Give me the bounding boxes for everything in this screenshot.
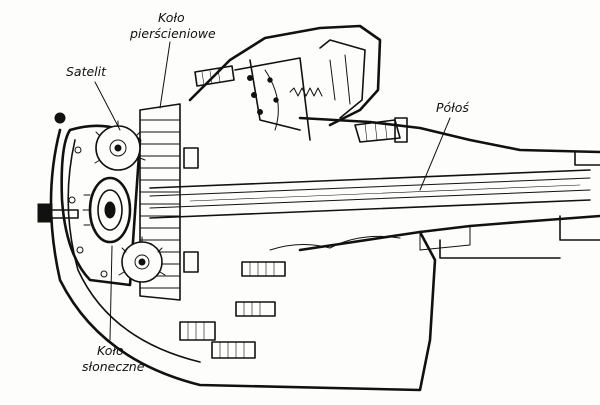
label-ring-gear-2: pierścieniowe bbox=[129, 26, 216, 41]
planetary-gear-set bbox=[37, 103, 199, 301]
planet-gear-upper bbox=[94, 120, 146, 171]
planet-gear-lower bbox=[118, 236, 166, 283]
label-ring-gear-1: Koło bbox=[158, 10, 185, 25]
wheel-hub bbox=[49, 128, 437, 392]
label-axle-shaft: Półoś bbox=[436, 100, 469, 115]
callout-labels: Koło pierścieniowe Satelit Półoś Koło sł… bbox=[66, 10, 469, 374]
sun-gear bbox=[82, 176, 132, 244]
label-sun-gear-1: Koło bbox=[97, 343, 124, 358]
brake-housing bbox=[188, 24, 408, 143]
label-planet-gear: Satelit bbox=[66, 64, 107, 79]
half-shaft bbox=[149, 169, 591, 219]
wheel-studs bbox=[179, 261, 286, 359]
axle-housing bbox=[298, 116, 600, 259]
leader-planet-gear bbox=[94, 81, 121, 131]
leader-ring-gear bbox=[159, 41, 171, 109]
leader-axle-shaft bbox=[419, 117, 451, 191]
leader-sun-gear bbox=[109, 245, 113, 341]
label-sun-gear-2: słoneczne bbox=[82, 359, 145, 374]
